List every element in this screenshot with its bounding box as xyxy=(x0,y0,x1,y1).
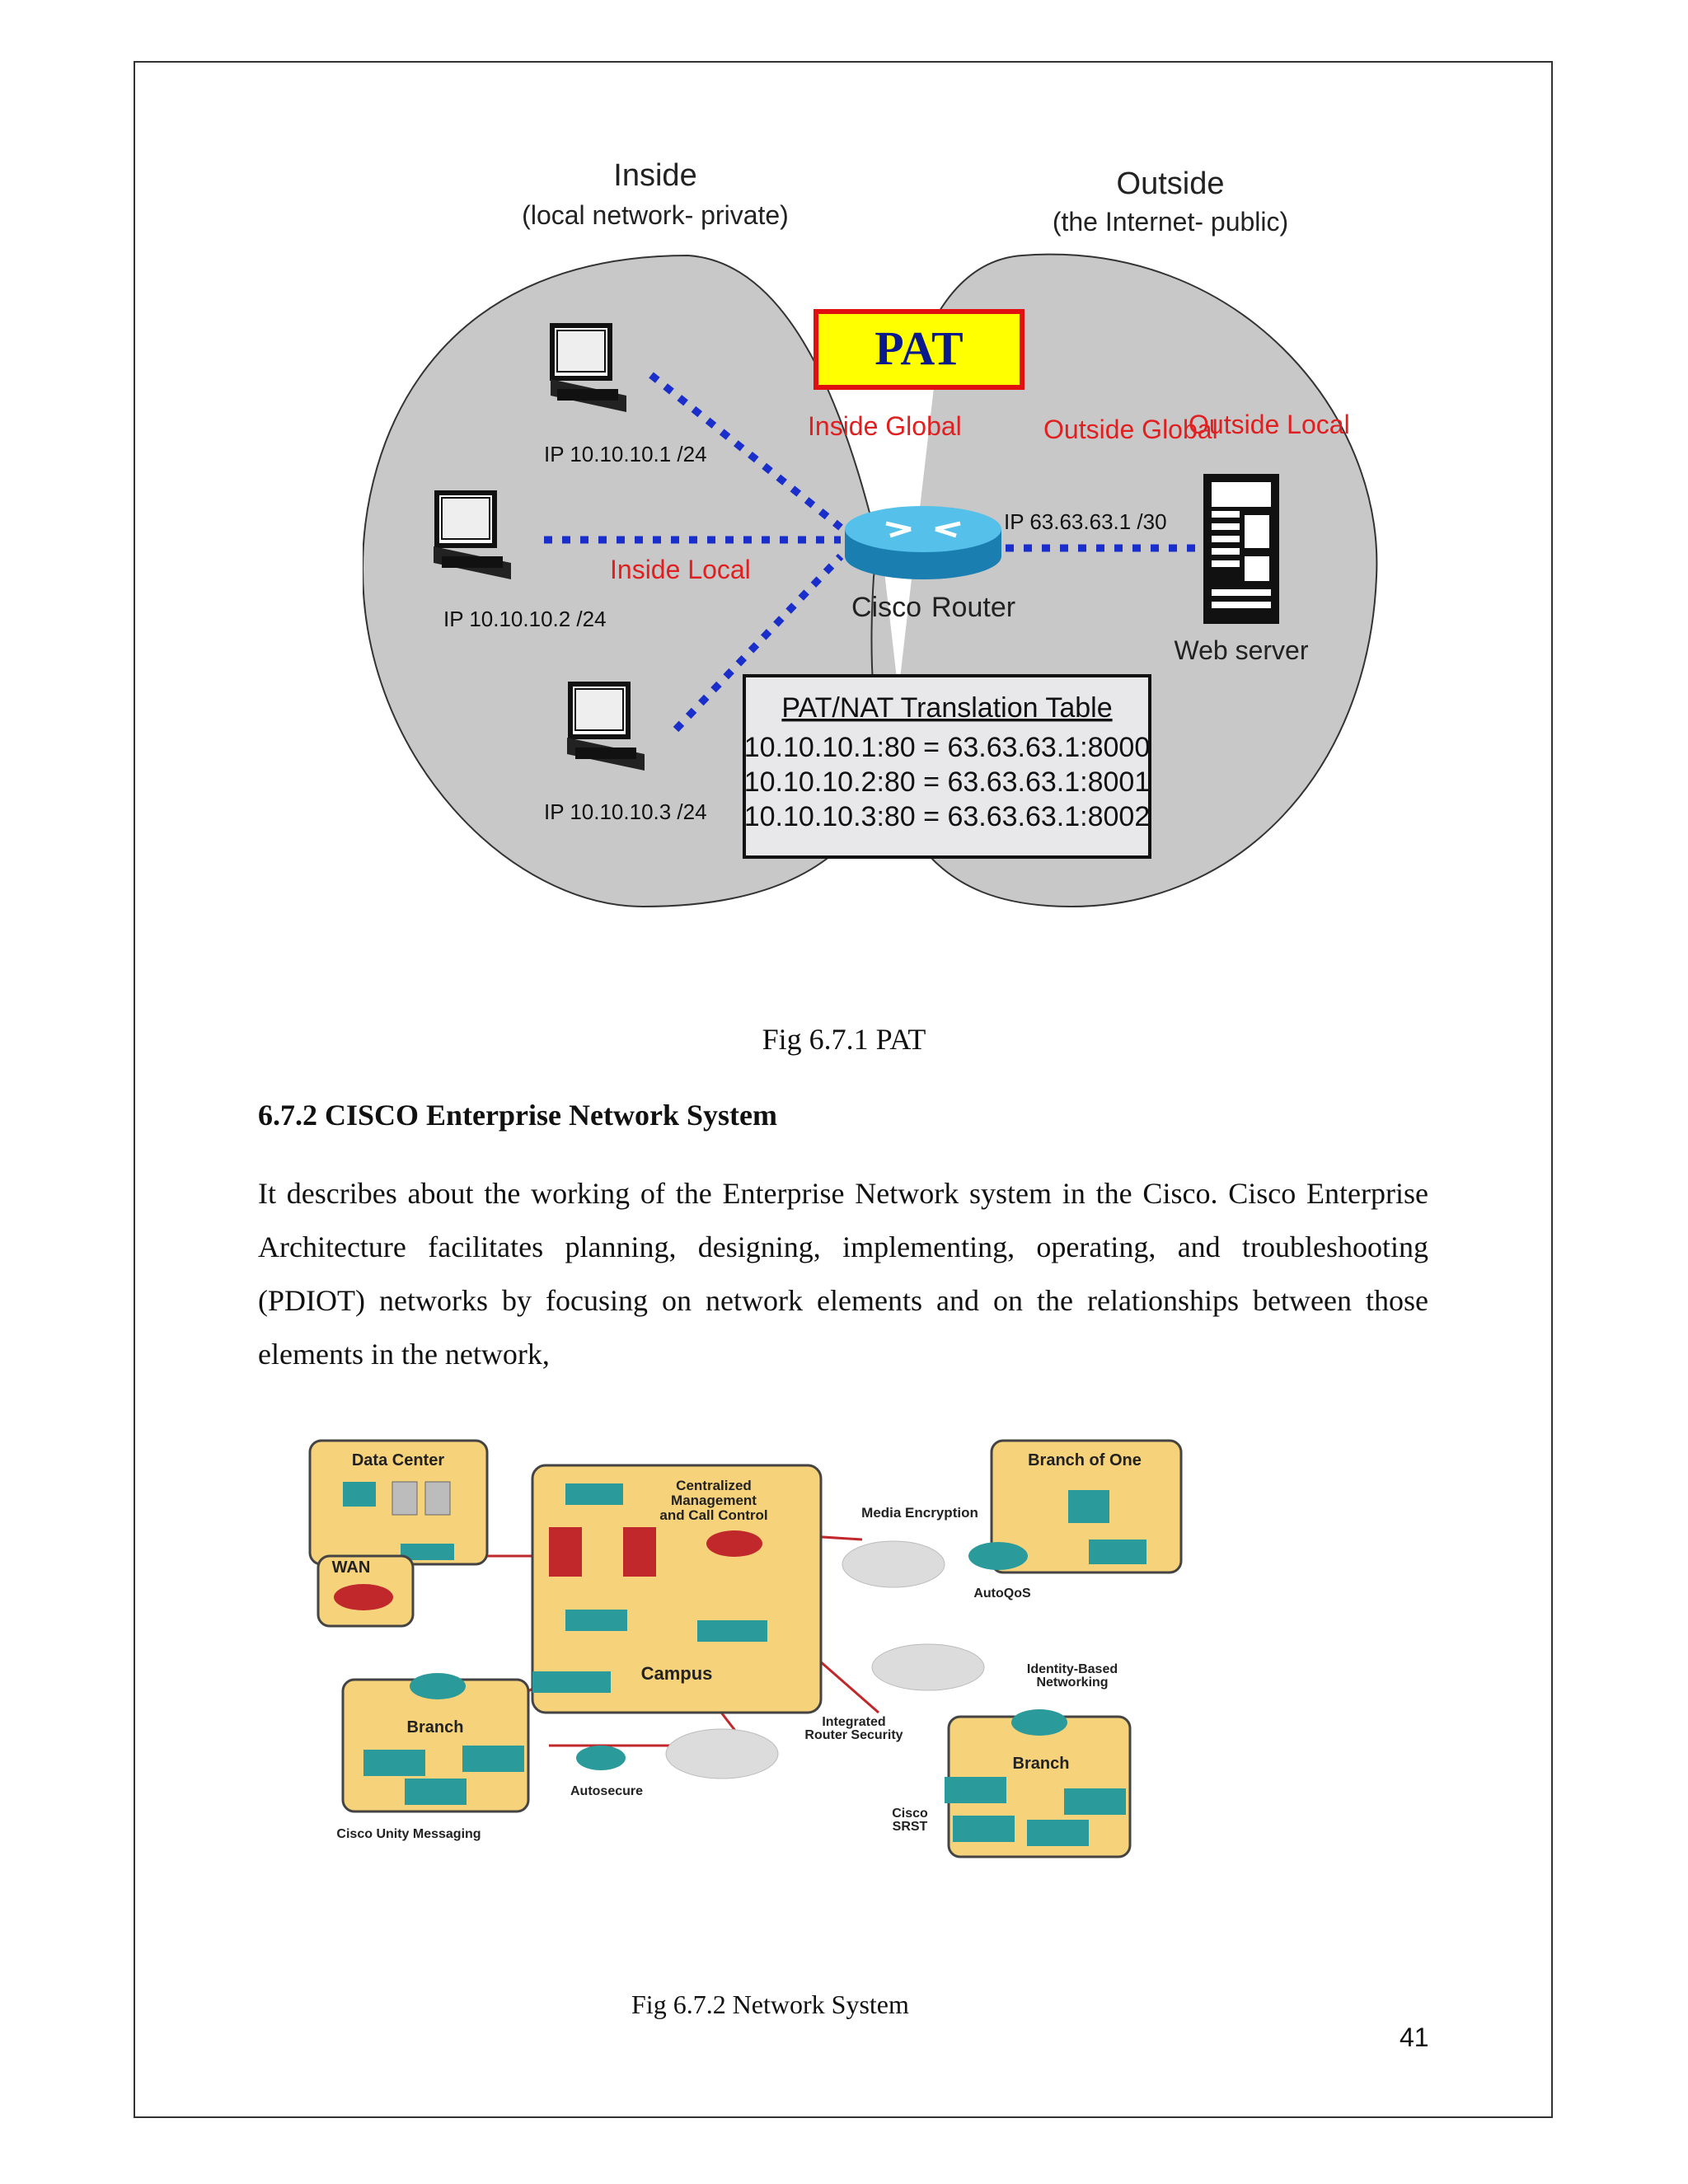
data-center-label: Data Center xyxy=(352,1451,444,1469)
ip-phone-icon xyxy=(363,1750,425,1776)
outside-global-label: Outside Global xyxy=(1043,415,1218,444)
laptop-icon xyxy=(550,323,626,412)
pat-diagram: Inside (local network- private) Outside … xyxy=(361,148,1401,923)
ip-phone-icon xyxy=(945,1777,1006,1803)
switch-icon xyxy=(401,1544,454,1560)
translation-row: 10.10.10.2:80 = 63.63.63.1:8001 xyxy=(744,766,1151,798)
branch-left-label: Branch xyxy=(407,1718,464,1736)
centralized-label-1: Centralized xyxy=(676,1478,752,1493)
host-3-ip: IP 10.10.10.3 /24 xyxy=(544,799,707,824)
switch-icon xyxy=(565,1483,623,1505)
ip-phone-icon xyxy=(1027,1820,1089,1846)
network-system-diagram: Data Center WAN Centralized Management a… xyxy=(302,1432,1192,1861)
branch-right-label: Branch xyxy=(1013,1755,1070,1773)
media-encryption-label: Media Encryption xyxy=(861,1505,978,1521)
outside-title: Outside xyxy=(1117,166,1225,201)
autosecure-label: Autosecure xyxy=(570,1784,643,1798)
ip-phone-icon xyxy=(1064,1788,1126,1815)
srst-label-1: Cisco xyxy=(892,1807,928,1821)
wan-label: WAN xyxy=(332,1558,371,1577)
pat-label: PAT xyxy=(874,321,963,375)
switch-icon xyxy=(565,1610,627,1631)
page-number: 41 xyxy=(1400,2022,1429,2052)
identity-label-2: Networking xyxy=(1036,1675,1108,1690)
identity-label-1: Identity-Based xyxy=(1027,1662,1118,1676)
router-ip: IP 63.63.63.1 /30 xyxy=(1004,509,1167,534)
outside-subtitle: (the Internet- public) xyxy=(1053,207,1288,237)
laptop-icon xyxy=(567,682,645,771)
integrated-label-1: Integrated xyxy=(822,1715,885,1729)
campus-label: Campus xyxy=(641,1663,713,1684)
page-border xyxy=(134,61,1553,2118)
router-label-right: Router xyxy=(931,592,1015,623)
integrated-label-2: Router Security xyxy=(804,1728,903,1742)
inside-subtitle: (local network- private) xyxy=(522,200,789,230)
section-heading: 6.7.2 CISCO Enterprise Network System xyxy=(258,1099,777,1132)
translation-table-title: PAT/NAT Translation Table xyxy=(781,692,1112,724)
router-label-left: Cisco xyxy=(851,592,921,623)
cloud-icon xyxy=(665,1728,779,1779)
host-1-ip: IP 10.10.10.1 /24 xyxy=(544,442,707,466)
server-icon xyxy=(392,1481,418,1516)
cisco-router-icon xyxy=(845,506,1001,579)
pat-box xyxy=(814,309,1025,390)
switch-icon xyxy=(532,1671,611,1693)
web-server-icon xyxy=(1203,474,1279,624)
outside-local-label: Outside Local xyxy=(1189,410,1350,439)
inside-local-label: Inside Local xyxy=(610,555,751,584)
cloud-icon xyxy=(871,1643,985,1691)
workstation-icon xyxy=(1068,1490,1109,1523)
centralized-label-3: and Call Control xyxy=(659,1507,767,1523)
router-icon xyxy=(410,1673,466,1699)
web-server-label: Web server xyxy=(1174,635,1308,665)
ip-phone-icon xyxy=(462,1746,524,1772)
multilayer-switch-icon xyxy=(549,1527,582,1577)
router-icon xyxy=(968,1542,1028,1570)
network-links xyxy=(544,372,1203,733)
translation-row: 10.10.10.1:80 = 63.63.63.1:8000 xyxy=(744,732,1151,763)
inside-global-label: Inside Global xyxy=(808,411,962,441)
figure-caption-1: Fig 6.7.1 PAT xyxy=(762,1023,926,1056)
ip-phone-icon xyxy=(405,1779,467,1805)
inside-title: Inside xyxy=(613,158,696,193)
branch-of-one-label: Branch of One xyxy=(1028,1451,1142,1469)
ip-phone-icon xyxy=(1089,1540,1146,1564)
router-icon xyxy=(706,1530,762,1557)
multilayer-switch-icon xyxy=(623,1527,656,1577)
workstation-icon xyxy=(343,1482,376,1507)
campus-box xyxy=(531,1464,823,1714)
server-icon xyxy=(424,1481,451,1516)
switch-icon xyxy=(697,1620,767,1642)
router-icon xyxy=(334,1584,393,1610)
autoqos-label: AutoQoS xyxy=(973,1586,1031,1601)
srst-label-2: SRST xyxy=(893,1820,928,1834)
translation-table xyxy=(743,674,1151,859)
centralized-label-2: Management xyxy=(671,1493,757,1508)
unity-label: Cisco Unity Messaging xyxy=(336,1827,481,1841)
translation-row: 10.10.10.3:80 = 63.63.63.1:8002 xyxy=(744,801,1151,832)
router-icon xyxy=(576,1746,626,1770)
host-2-ip: IP 10.10.10.2 /24 xyxy=(443,607,607,631)
cloud-icon xyxy=(842,1540,945,1588)
figure-caption-2: Fig 6.7.2 Network System xyxy=(631,1990,909,2019)
body-paragraph: It describes about the working of the En… xyxy=(258,1177,1428,1371)
laptop-icon xyxy=(434,490,511,579)
ip-phone-icon xyxy=(953,1816,1015,1842)
router-icon xyxy=(1011,1709,1067,1736)
